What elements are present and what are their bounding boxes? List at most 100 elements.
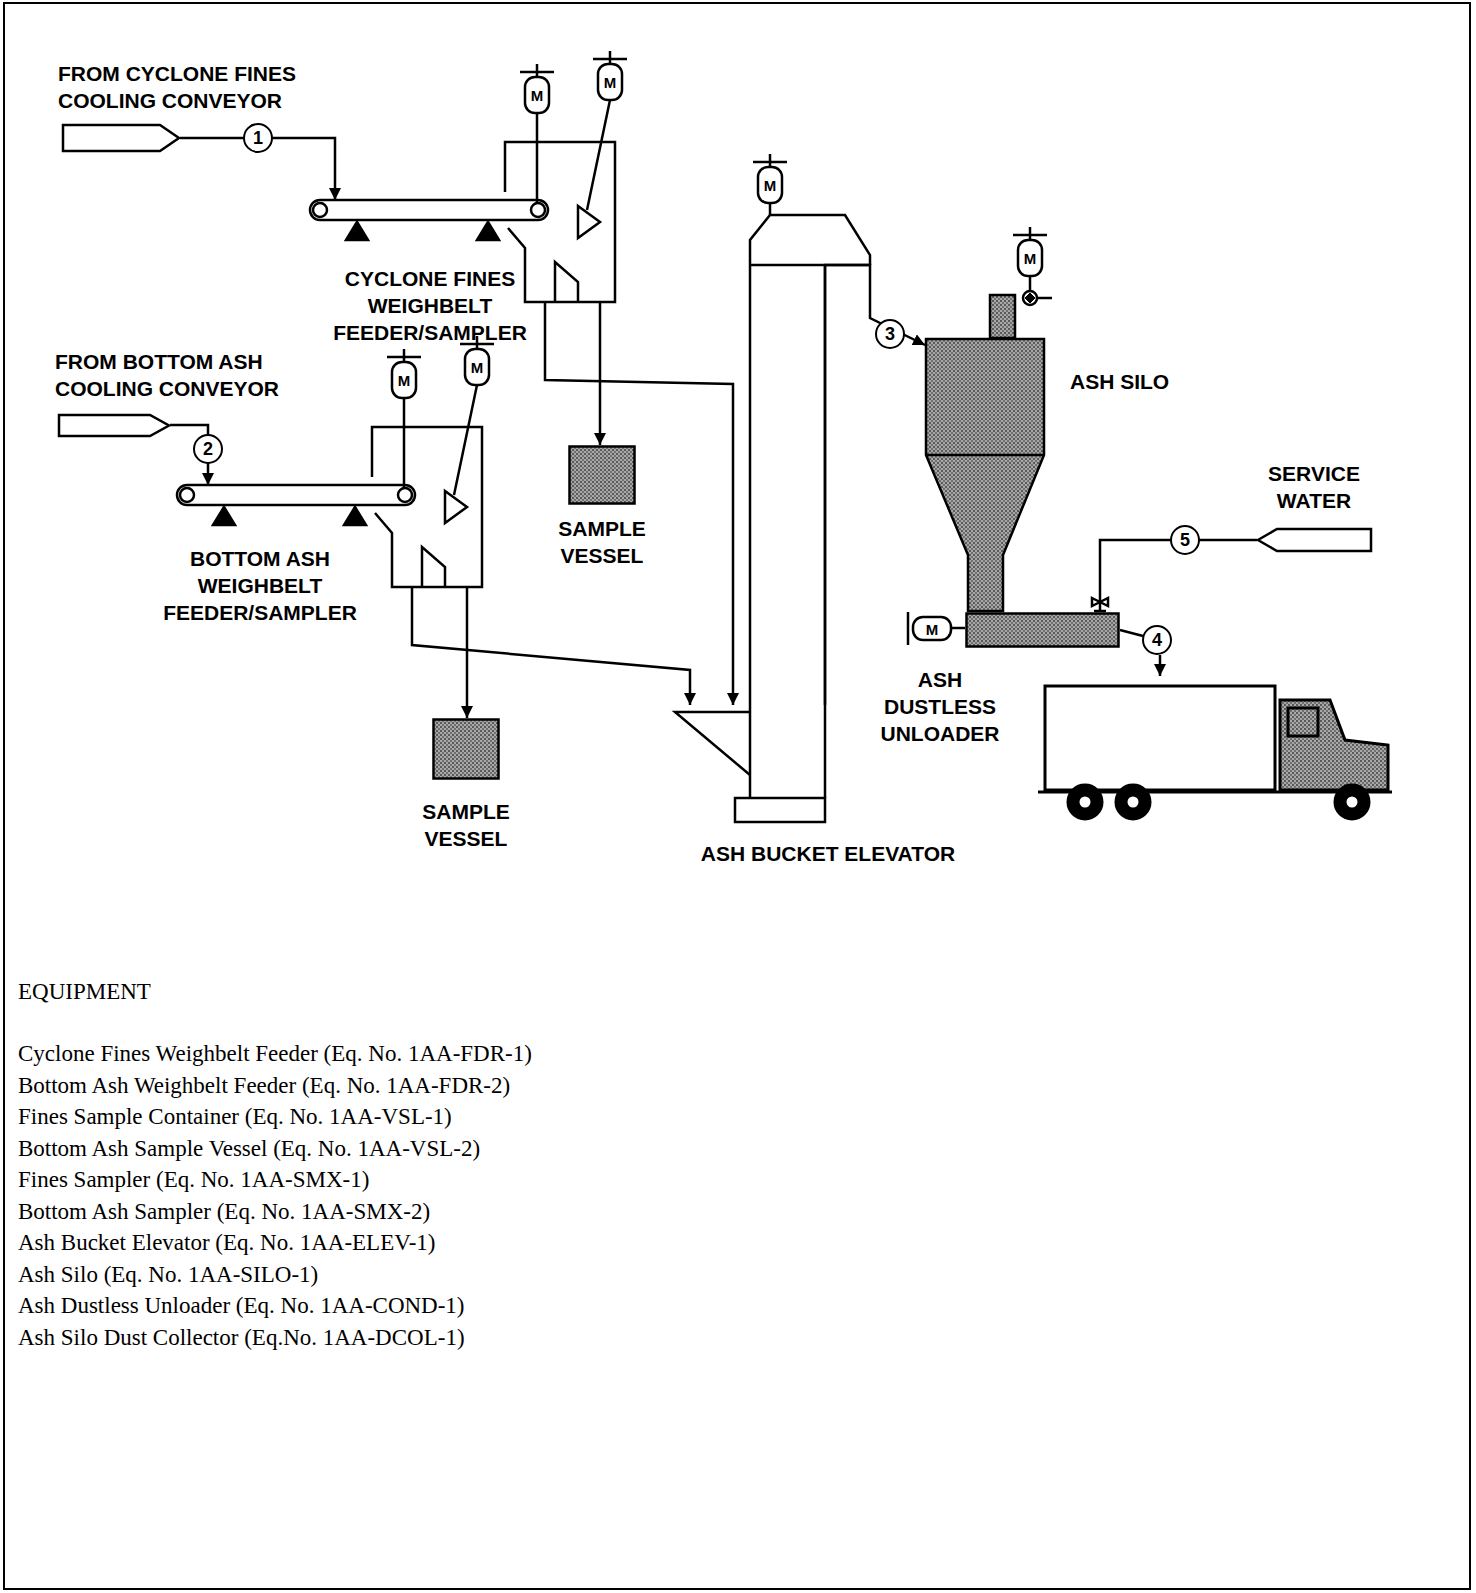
node-label: BOTTOM ASH WEIGHBELT FEEDER/SAMPLER (140, 545, 380, 626)
vessel-outline (432, 718, 500, 780)
drawing-part (913, 617, 951, 640)
equipment-text: Fines Sampler (Eq. No. 1AA-SMX-1) (18, 1166, 369, 1193)
drawing-part (1116, 785, 1150, 819)
conveyor-inlet: FROM CYCLONE FINES COOLING CONVEYOR (62, 124, 180, 152)
drawing-part (769, 203, 772, 215)
equipment-text: Fines Sample Container (Eq. No. 1AA-VSL-… (18, 1103, 452, 1130)
sample-vessel: SAMPLE VESSEL (568, 445, 636, 505)
drawing-part (1345, 795, 1359, 809)
page-frame (4, 3, 1470, 1589)
pent-r-shape (59, 415, 169, 436)
unloader-outline (965, 612, 1120, 648)
node-label: FROM BOTTOM ASH COOLING CONVEYOR (55, 348, 325, 402)
weighbelt-feeder: BOTTOM ASH WEIGHBELT FEEDER/SAMPLER (145, 485, 492, 637)
drawing-part (1280, 700, 1388, 790)
drawing-part (1045, 686, 1275, 790)
node-label: ASH BUCKET ELEVATOR (678, 840, 978, 867)
bucket-elevator-drawing (675, 203, 870, 822)
pent-r-outline (62, 124, 180, 152)
motor-symbols (387, 51, 1047, 645)
flow-line (599, 352, 602, 445)
drawing-part (750, 215, 870, 798)
motor-label: M (604, 75, 617, 90)
drawing-part (1159, 655, 1162, 676)
drawing-part (465, 349, 489, 385)
equipment-text: Bottom Ash Weighbelt Feeder (Eq. No. 1AA… (18, 1072, 510, 1099)
drawing-part (609, 51, 612, 64)
motor-label: M (398, 373, 411, 388)
drawing-part (990, 295, 1015, 338)
equipment-text: Bottom Ash Sample Vessel (Eq. No. 1AA-VS… (18, 1135, 480, 1162)
equipment-text: Ash Bucket Elevator (Eq. No. 1AA-ELEV-1) (18, 1229, 436, 1256)
silo-top-drawing (990, 276, 1052, 338)
pent-r-outline (58, 414, 170, 437)
node-label: SAMPLE VESSEL (411, 798, 521, 852)
drawing-part (907, 612, 910, 645)
stream-number: 5 (1170, 525, 1200, 555)
weighbelt-feeder: CYCLONE FINES WEIGHBELT FEEDER/SAMPLER (300, 200, 625, 352)
stream-number: 1 (243, 123, 273, 153)
drawing-part (1288, 708, 1318, 736)
node-label: SERVICE WATER (1249, 460, 1379, 514)
drawing-part (1037, 297, 1052, 300)
drawing-part (525, 77, 549, 113)
truck-drawing (1038, 686, 1392, 819)
silo-shape (926, 339, 1044, 611)
pent-l-shape (1258, 529, 1371, 551)
equipment-text: Ash Silo Dust Collector (Eq.No. 1AA-DCOL… (18, 1324, 465, 1351)
unloader-shape (967, 614, 1119, 647)
bucket-elevator: ASH BUCKET ELEVATOR (675, 705, 825, 827)
stream-number: 3 (875, 319, 905, 349)
drawing-part (675, 712, 750, 775)
drawing-part (392, 362, 416, 398)
motor-label: M (531, 88, 544, 103)
node-label: ASH SILO (1070, 368, 1220, 395)
motor-label: M (471, 360, 484, 375)
cyclone-feeder-drawing (310, 100, 615, 352)
equipment-text: Bottom Ash Sampler (Eq. No. 1AA-SMX-2) (18, 1198, 430, 1225)
drawing-part (1068, 785, 1102, 819)
equipment-text: Ash Silo (Eq. No. 1AA-SILO-1) (18, 1261, 318, 1288)
drawing-part (1018, 240, 1042, 276)
silo-outline (925, 338, 1045, 612)
equipment-text: Ash Dustless Unloader (Eq. No. 1AA-COND-… (18, 1292, 465, 1319)
vessel-shape (434, 720, 499, 779)
water-inlet: SERVICE WATER (1257, 528, 1372, 552)
bottom-feeder-drawing (177, 385, 482, 637)
drawing-part (951, 627, 965, 630)
node-label: ASH DUSTLESS UNLOADER (865, 666, 1015, 747)
drawing-part (1029, 276, 1032, 291)
pent-l-outline (1257, 528, 1372, 552)
flow-line (412, 637, 690, 705)
node-label: SAMPLE VESSEL (547, 515, 657, 569)
motor-label: M (764, 178, 777, 193)
dustless-unloader: ASH DUSTLESS UNLOADER (965, 612, 1120, 648)
ash-silo: ASH SILO (925, 338, 1045, 612)
drawing-part (769, 154, 772, 167)
drawing-part (1023, 291, 1037, 305)
drawing-part (735, 798, 825, 822)
drawing-part (536, 64, 539, 77)
node-label: FROM CYCLONE FINES COOLING CONVEYOR (58, 60, 348, 114)
motor-label: M (926, 622, 939, 637)
drawing-part (1078, 795, 1092, 809)
equipment-text: Cyclone Fines Weighbelt Feeder (Eq. No. … (18, 1040, 532, 1067)
pent-r-shape (63, 125, 179, 151)
drawing-part (598, 64, 622, 100)
motor-label: M (1024, 251, 1037, 266)
conveyor-inlet: FROM BOTTOM ASH COOLING CONVEYOR (58, 414, 170, 437)
drawing-part (1126, 795, 1140, 809)
callout-number: 4 (1142, 625, 1172, 655)
drawing-part (1335, 785, 1369, 819)
node-label: CYCLONE FINES WEIGHBELT FEEDER/SAMPLER (310, 265, 550, 346)
flow-line (545, 352, 733, 705)
vessel-shape (570, 447, 635, 504)
drawing-part (403, 349, 406, 362)
equipment-text: EQUIPMENT (18, 978, 151, 1005)
drawing-part (1120, 630, 1143, 636)
drawing-part (758, 167, 782, 203)
flow-line (825, 265, 925, 705)
